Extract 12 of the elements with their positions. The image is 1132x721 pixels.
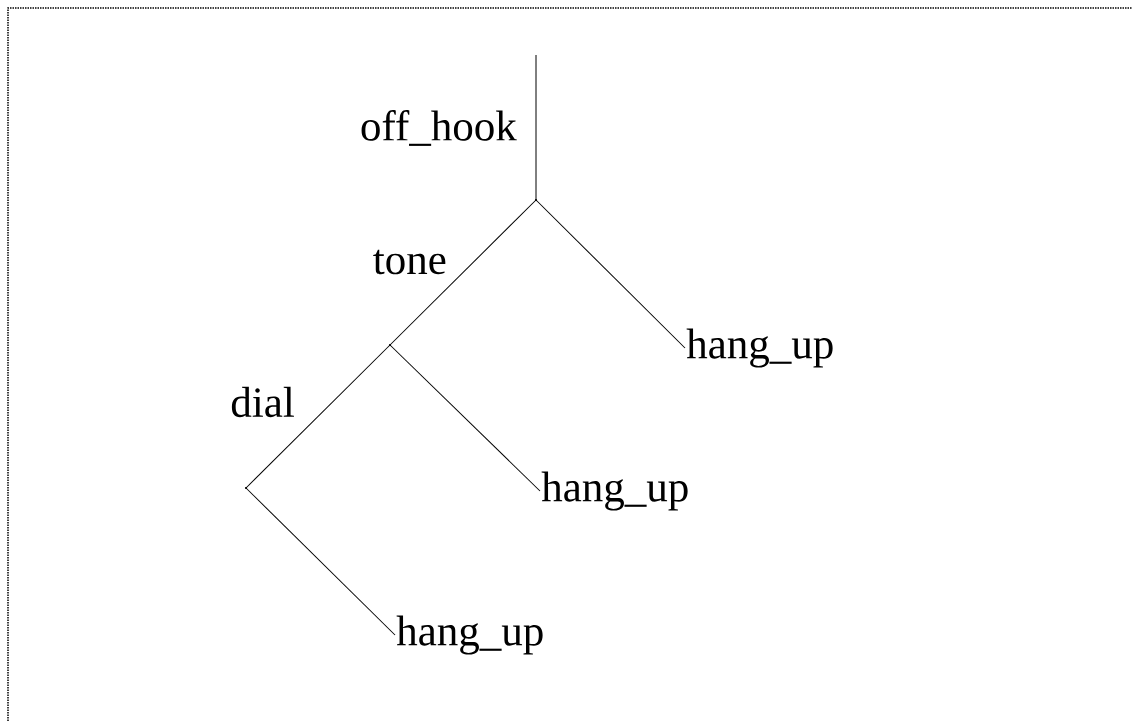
branch-line <box>535 199 686 349</box>
branch-line <box>535 54 537 201</box>
branch-line <box>245 487 396 636</box>
branch-line <box>245 344 391 489</box>
leaf-label: hang_up <box>686 328 833 368</box>
edge-label: dial <box>229 385 296 419</box>
branch-line <box>389 344 541 492</box>
edge-label: off_hook <box>358 109 518 147</box>
leaf-label: hang_up <box>396 615 543 655</box>
leaf-label: hang_up <box>541 471 688 511</box>
edge-label: tone <box>371 248 448 276</box>
branch-line <box>389 199 537 346</box>
